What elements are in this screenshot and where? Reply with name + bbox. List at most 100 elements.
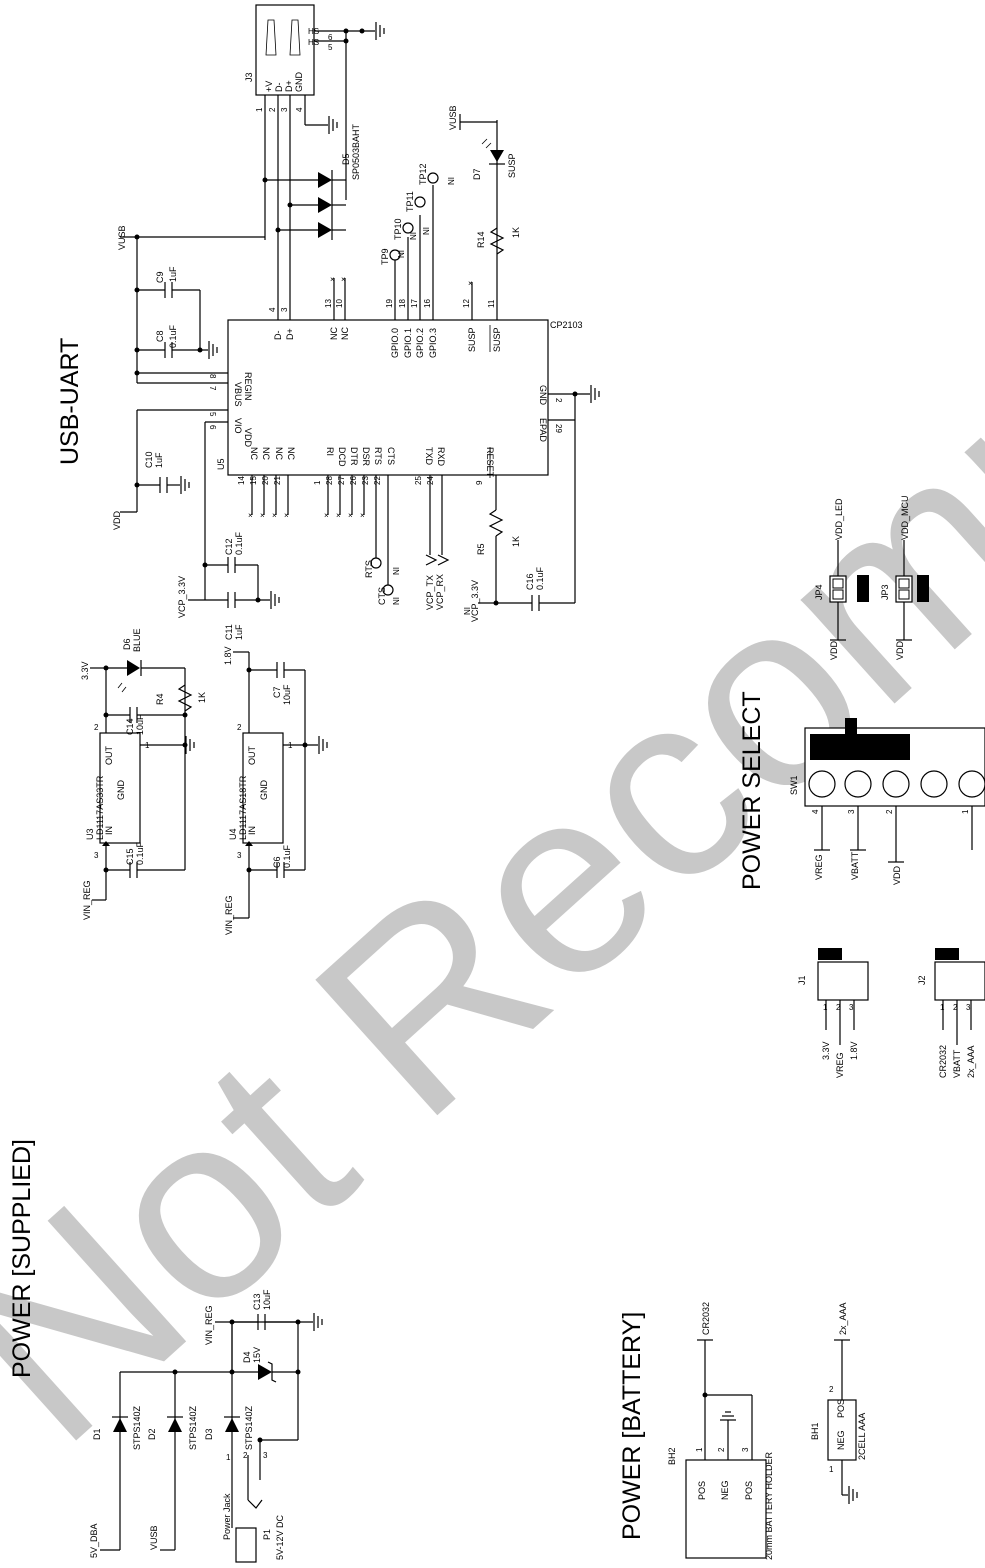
svg-text:VBATT: VBATT [850,851,860,880]
svg-text:1: 1 [695,1447,704,1452]
net-vdd-u5: VDD C10 1uF VCP_3.3V C12 0.1uF C11 1uF [112,409,280,640]
svg-text:4: 4 [295,107,304,112]
svg-text:R14: R14 [476,231,486,248]
svg-text:R4: R4 [155,693,165,705]
svg-text:U5: U5 [216,458,226,470]
svg-text:C15: C15 [125,848,135,865]
title-power-battery: POWER [BATTERY] [618,1312,646,1540]
svg-text:C9: C9 [155,271,165,283]
svg-text:SW1: SW1 [789,775,799,795]
svg-text:POS: POS [744,1481,754,1500]
svg-text:6: 6 [328,33,333,42]
svg-text:17: 17 [410,299,419,308]
svg-text:NI: NI [447,177,456,185]
svg-text:GND: GND [116,780,126,801]
svg-text:2: 2 [268,107,277,112]
svg-text:2: 2 [243,1451,248,1460]
svg-text:0.1uF: 0.1uF [282,844,292,868]
svg-text:4: 4 [811,809,820,814]
svg-text:0.1uF: 0.1uF [135,841,145,865]
svg-text:D4: D4 [242,1351,252,1363]
svg-text:SUSP: SUSP [507,153,517,178]
svg-text:5V_DBA: 5V_DBA [89,1523,99,1558]
svg-text:GPIO.1: GPIO.1 [403,328,413,358]
svg-text:VIN_REG: VIN_REG [204,1305,214,1345]
svg-text:GPIO.0: GPIO.0 [390,328,400,358]
svg-text:NC: NC [261,447,271,460]
svg-text:Power Jack: Power Jack [222,1493,232,1540]
svg-text:NEG: NEG [836,1430,846,1450]
svg-text:OUT: OUT [104,746,114,766]
svg-text:28: 28 [325,476,334,485]
svg-text:D1: D1 [92,1428,102,1440]
svg-text:NI: NI [397,250,406,258]
connector-j3: HS HS 6 5 J3 +V D- D+ GND 1 2 3 4 [244,4,385,310]
svg-text:HS: HS [308,27,319,36]
svg-text:10uF: 10uF [262,1289,272,1310]
svg-text:2: 2 [953,1003,958,1012]
svg-text:2: 2 [94,723,99,732]
svg-text:TP9: TP9 [380,248,390,265]
svg-text:1: 1 [829,1465,834,1474]
svg-text:15: 15 [249,476,258,485]
svg-text:1K: 1K [511,227,521,238]
svg-text:CR2032: CR2032 [938,1045,948,1078]
svg-text:NC: NC [249,447,259,460]
svg-text:VIN_REG: VIN_REG [224,895,234,935]
svg-text:5V-12V DC: 5V-12V DC [275,1514,285,1560]
svg-text:NI: NI [422,227,431,235]
svg-text:+V: +V [264,81,274,92]
svg-text:TP10: TP10 [393,218,403,240]
svg-text:14: 14 [237,476,246,485]
svg-text:NI: NI [392,567,401,575]
svg-text:NC: NC [329,327,339,340]
svg-text:0.1uF: 0.1uF [234,531,244,555]
svg-text:×: × [341,275,346,284]
svg-text:1: 1 [313,480,322,485]
svg-text:VUSB: VUSB [117,225,127,250]
svg-text:1K: 1K [197,692,207,703]
svg-text:5: 5 [208,412,217,417]
svg-text:D6: D6 [122,638,132,650]
svg-text:TXD: TXD [424,447,434,466]
svg-text:2CELL AAA: 2CELL AAA [857,1413,867,1460]
svg-text:2x_AAA: 2x_AAA [838,1302,848,1335]
svg-text:2: 2 [554,398,563,403]
regulator-u4: U4 LD1117AS18TR IN GND OUT 3 1 2 1.8V C7… [223,646,328,935]
svg-text:15V: 15V [252,1347,262,1363]
svg-text:×: × [330,275,335,284]
svg-text:GND: GND [294,72,304,93]
diode-array-d5: D5 SP0503BAHT [262,123,361,240]
title-usb-uart: USB-UART [56,338,84,465]
svg-text:RTS: RTS [373,447,383,465]
svg-text:22: 22 [373,476,382,485]
svg-text:1.8V: 1.8V [849,1041,859,1060]
svg-text:C13: C13 [252,1293,262,1310]
svg-text:POS: POS [836,1399,846,1418]
svg-text:HS: HS [308,38,319,47]
svg-text:VDD: VDD [112,510,122,530]
svg-text:LD1117AS18TR: LD1117AS18TR [238,775,248,840]
svg-text:RXD: RXD [436,447,446,467]
svg-text:×: × [260,511,265,520]
svg-text:CR2032: CR2032 [701,1302,711,1335]
svg-text:VCP_RX: VCP_RX [435,574,445,610]
svg-text:3.3V: 3.3V [80,661,90,680]
svg-text:VBUS: VBUS [233,382,243,407]
svg-text:NC: NC [340,327,350,340]
svg-text:19: 19 [385,299,394,308]
svg-text:20mm BATTERY HOLDER: 20mm BATTERY HOLDER [764,1451,774,1560]
svg-text:NI: NI [392,597,401,605]
battery-bh2: BH2 POS NEG POS 20mm BATTERY HOLDER 1 2 … [667,1302,774,1560]
svg-text:23: 23 [361,476,370,485]
svg-text:R5: R5 [476,543,486,555]
svg-text:OUT: OUT [247,746,257,766]
svg-text:VREG: VREG [835,1052,845,1078]
svg-text:1uF: 1uF [154,452,164,468]
svg-text:C8: C8 [155,330,165,342]
svg-text:JP4: JP4 [814,584,824,600]
svg-text:CP2103: CP2103 [550,320,583,330]
test-points: TP9 TP10 TP11 TP12 NI NI NI NI [380,163,456,265]
svg-text:2: 2 [237,723,242,732]
svg-text:NC: NC [274,447,284,460]
